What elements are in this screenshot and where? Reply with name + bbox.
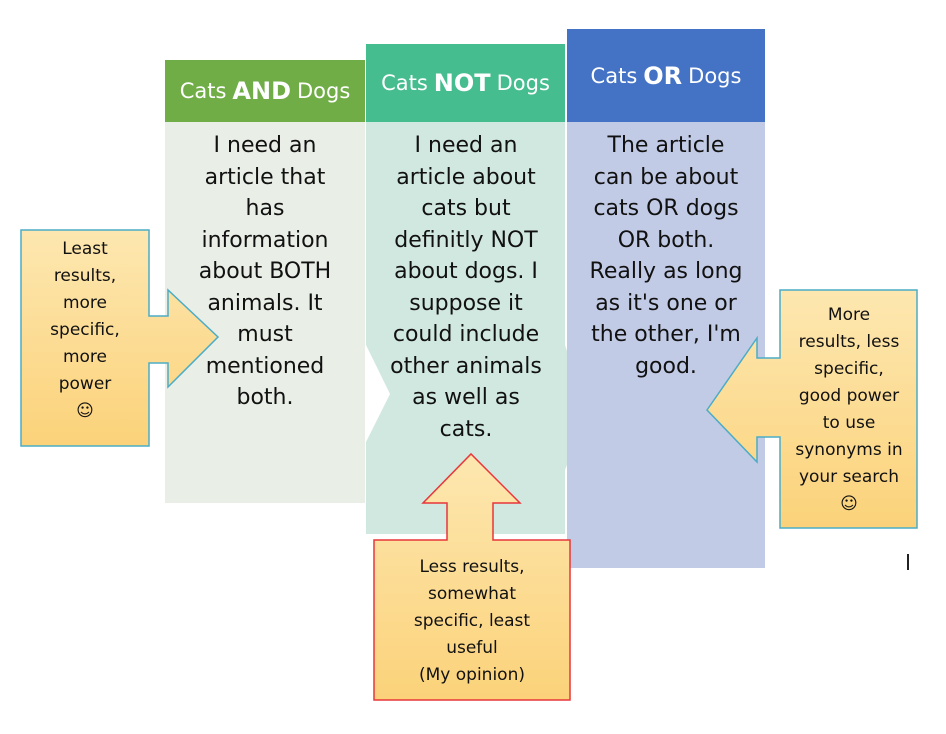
or-column-body: [567, 122, 765, 568]
bottom-callout-text: Less results, somewhat specific, least u…: [413, 557, 531, 685]
not-header-operator: NOT: [433, 69, 491, 97]
or-header-word-2: Dogs: [688, 63, 742, 88]
or-column-header-bg: [567, 29, 765, 122]
left-callout-text: Least results, more specific, more power…: [50, 239, 120, 421]
and-header-word-2: Dogs: [297, 79, 351, 103]
or-header-word-1: Cats: [590, 63, 638, 88]
or-header-operator: OR: [643, 61, 683, 90]
bottom-callout-outline: [373, 452, 571, 701]
and-header-word-1: Cats: [179, 79, 227, 103]
not-column-text: I need an article about cats but definit…: [390, 133, 542, 442]
not-column-header: Cats NOT Dogs: [366, 44, 565, 122]
text-cursor: [907, 554, 909, 570]
or-column-text: The article can be about cats OR dogs OR…: [589, 133, 743, 379]
left-callout-shape: [20, 229, 220, 447]
and-column-header-bg: [165, 60, 365, 122]
not-header-word-2: Dogs: [496, 71, 550, 95]
or-column-header: Cats OR Dogs: [567, 29, 765, 122]
not-column-header-bg: [366, 44, 565, 122]
not-column-body: [366, 122, 588, 534]
and-header-operator: AND: [232, 77, 291, 105]
right-callout-shape: [706, 289, 918, 529]
and-column-header: Cats AND Dogs: [165, 60, 365, 122]
right-callout-text: More results, less specific, good power …: [795, 305, 903, 514]
and-column-text: I need an article that has information a…: [198, 133, 332, 410]
not-header-word-1: Cats: [381, 71, 428, 95]
and-column-body: [165, 122, 365, 503]
